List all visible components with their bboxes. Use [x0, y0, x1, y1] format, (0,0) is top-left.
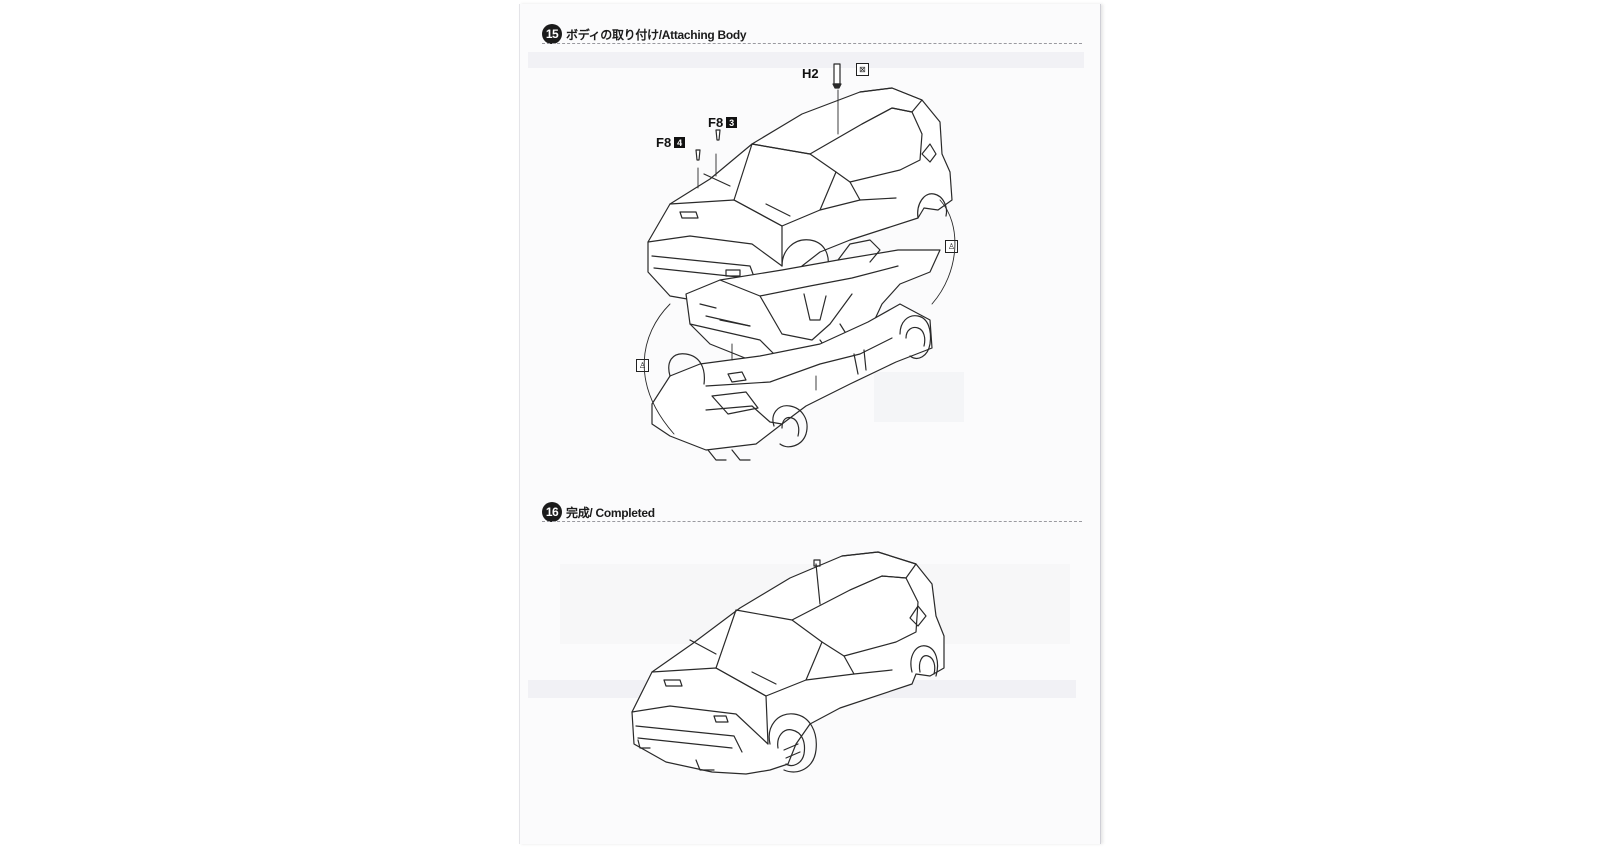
car-body-shell: [647, 87, 953, 305]
interior-tub: [685, 239, 941, 377]
step-divider: [542, 43, 1082, 44]
bleed-through-band: [528, 52, 1084, 68]
chassis: [651, 303, 933, 461]
step-number-badge: 16: [542, 502, 562, 522]
part-label-f8-upper: F8 3: [708, 115, 738, 130]
glue-symbol-icon: ⊠: [856, 63, 869, 76]
step-title: 完成/ Completed: [566, 505, 655, 520]
step-15-header: 15 ボディの取り付け/Attaching Body: [542, 21, 747, 47]
quantity-badge: 4: [674, 137, 686, 148]
paint-symbol-icon: ♙: [636, 359, 649, 372]
part-code: H2: [802, 66, 819, 81]
quantity-badge: 3: [726, 117, 738, 128]
part-code: F8: [708, 115, 724, 130]
antenna-part: [832, 63, 842, 89]
completed-car-diagram: [631, 551, 945, 775]
part-label-h2: H2: [802, 66, 819, 81]
step-16-header: 16 完成/ Completed: [542, 499, 655, 525]
step-divider: [542, 521, 1082, 522]
screw-parts: [695, 129, 721, 161]
part-label-f8-lower: F8 4: [656, 135, 686, 150]
bleed-through-block: [874, 372, 964, 422]
step-title: ボディの取り付け/Attaching Body: [566, 27, 747, 42]
assembly-guide-lines: [643, 89, 956, 435]
step-number-badge: 15: [542, 24, 562, 44]
instruction-page: 15 ボディの取り付け/Attaching Body 16 完成/ Comple…: [519, 4, 1101, 844]
attaching-body-diagram: [643, 63, 956, 461]
part-code: F8: [656, 135, 672, 150]
